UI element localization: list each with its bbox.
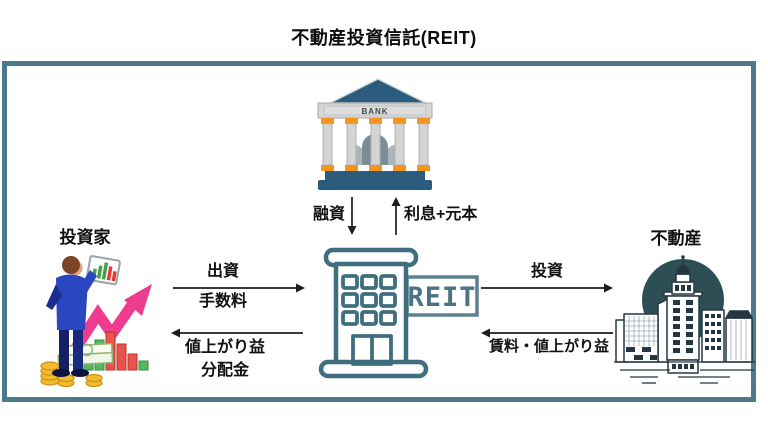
reit-sign-label: REIT (407, 282, 476, 313)
bank-sign-label: BANK (361, 107, 388, 116)
flow-label-fee: 手数料 (198, 293, 247, 310)
flow-label-investment: 投資 (530, 263, 563, 280)
page-title: 不動産投資信託(REIT) (291, 28, 477, 48)
flow-label-interest: 利息+元本 (404, 206, 478, 223)
investor-illustration (40, 255, 152, 388)
flow-label-rent: 賃料・値上がり益 (488, 338, 609, 355)
flow-label-gain: 値上がり益 (184, 339, 265, 356)
label-real-estate: 不動産 (650, 229, 702, 248)
diagram-frame (2, 61, 756, 402)
bank-icon: BANK (317, 78, 433, 190)
label-investor: 投資家 (59, 228, 111, 247)
city-illustration (614, 255, 756, 384)
investment-arrow-right (481, 283, 613, 293)
loan-arrow-down (347, 197, 357, 235)
flow-label-dividend: 分配金 (200, 362, 249, 379)
contribution-arrow-right (173, 283, 305, 293)
gain-arrow-left (171, 328, 303, 338)
reit-building-icon: REIT (318, 247, 479, 379)
flow-label-loan: 融資 (312, 206, 345, 223)
interest-arrow-up (391, 197, 401, 235)
rent-arrow-left (481, 328, 613, 338)
flow-label-contribution: 出資 (206, 263, 239, 280)
